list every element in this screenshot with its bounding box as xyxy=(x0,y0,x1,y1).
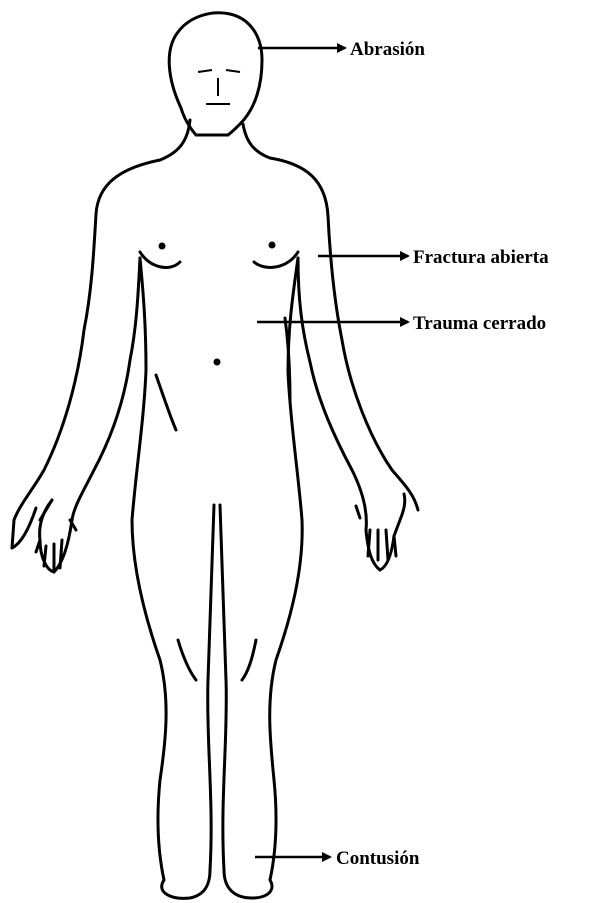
chest-contours xyxy=(140,252,298,267)
label-open-fracture: Fractura abierta xyxy=(413,247,549,268)
feet xyxy=(162,870,272,898)
right-side-outline xyxy=(243,124,418,510)
label-contusion: Contusión xyxy=(336,848,420,869)
label-abrasion: Abrasión xyxy=(350,39,425,60)
inner-legs xyxy=(208,505,227,870)
right-hip-leg xyxy=(270,258,302,880)
left-nipple xyxy=(159,243,166,250)
navel xyxy=(214,359,221,366)
torso-lines xyxy=(156,318,290,430)
annotation-arrows xyxy=(255,48,408,857)
annotation-labels: Abrasión Fractura abierta Trauma cerrado… xyxy=(336,39,549,869)
right-nipple xyxy=(269,242,276,249)
body-outline xyxy=(12,13,418,899)
right-torso-edge xyxy=(298,258,394,570)
face-features xyxy=(198,70,240,104)
left-hip-leg xyxy=(132,258,166,880)
head-outline xyxy=(169,13,262,135)
left-side-outline xyxy=(12,120,190,548)
left-torso-edge xyxy=(40,258,140,572)
label-blunt-trauma: Trauma cerrado xyxy=(413,313,546,334)
knees xyxy=(178,640,256,680)
